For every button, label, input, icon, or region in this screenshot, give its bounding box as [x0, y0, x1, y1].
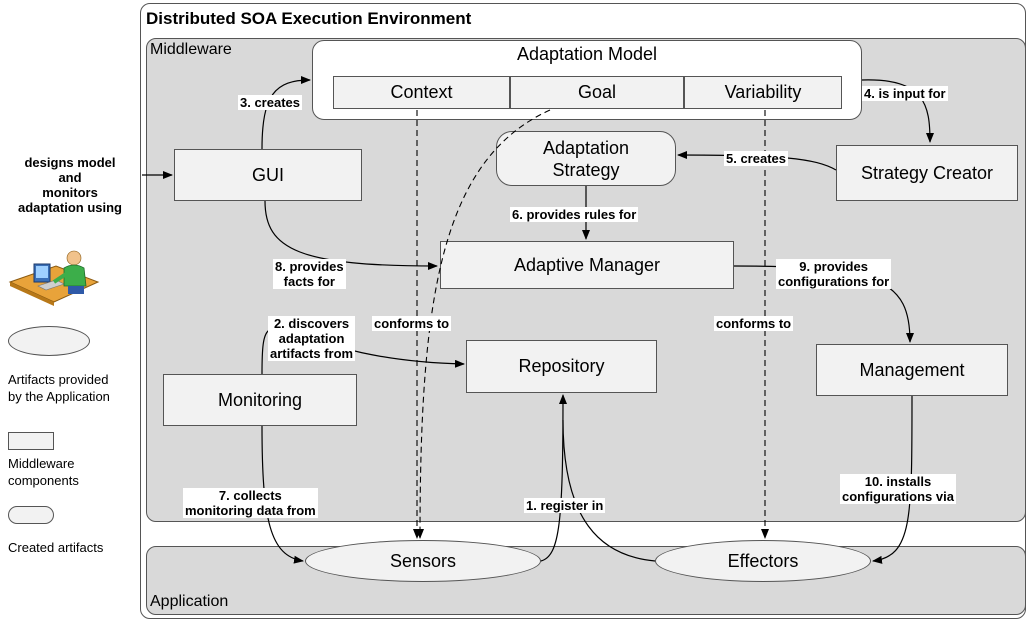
edge-label-conforms-right: conforms to — [714, 316, 794, 331]
monitoring-box: Monitoring — [163, 374, 357, 426]
edge-label-collects-7-line1: 7. collects — [218, 488, 282, 503]
person-at-computer-icon — [8, 250, 100, 306]
legend-mw-line1: Middleware — [8, 456, 75, 471]
legend-rounded-swatch — [8, 506, 54, 524]
legend-app-line1: Artifacts provided — [8, 372, 109, 387]
sensors-ellipse: Sensors — [305, 540, 541, 582]
edge-label-discovers-2-line1: 2. discovers — [273, 316, 350, 331]
edge-label-facts-8: 8. provides facts for — [273, 259, 346, 289]
actor-line3: monitors — [42, 185, 98, 200]
legend-application-artifacts: Artifacts provided by the Application — [8, 371, 110, 405]
legend-middleware-components: Middleware components — [8, 455, 79, 489]
application-label: Application — [150, 593, 229, 610]
legend-mw-line2: components — [8, 473, 79, 488]
actor-line2: and — [58, 170, 82, 185]
legend-rectangle-swatch — [8, 432, 54, 450]
adaptation-strategy-line1: Adaptation — [542, 137, 630, 158]
edge-label-rules-6: 6. provides rules for — [510, 207, 639, 222]
edge-label-register-1: 1. register in — [524, 498, 606, 513]
edge-label-installs-10-line2: configurations via — [842, 489, 954, 504]
edge-label-installs-10-line1: 10. installs — [864, 474, 932, 489]
middleware-label: Middleware — [150, 41, 232, 58]
environment-title: Distributed SOA Execution Environment — [146, 9, 472, 28]
edge-label-creates-5: 5. creates — [724, 151, 788, 166]
edge-label-creates-3: 3. creates — [238, 95, 302, 110]
edge-label-config-9-line2: configurations for — [778, 274, 890, 289]
edge-label-discovers-2-line2: adaptation — [278, 331, 345, 346]
variability-box: Variability — [684, 76, 842, 109]
actor-line4: adaptation using — [18, 200, 122, 215]
edge-label-collects-7: 7. collects monitoring data from — [183, 488, 318, 518]
edge-label-facts-8-line1: 8. provides — [275, 259, 344, 274]
adaptation-model-title: Adaptation Model — [516, 44, 658, 64]
edge-label-conforms-left: conforms to — [372, 316, 452, 331]
strategy-creator-box: Strategy Creator — [836, 145, 1018, 201]
edge-label-config-9: 9. provides configurations for — [776, 259, 892, 289]
actor-line1: designs model — [24, 155, 116, 170]
adaptation-strategy-line2: Strategy — [552, 159, 620, 180]
edge-label-input-4: 4. is input for — [862, 86, 948, 101]
edge-label-config-9-line1: 9. provides — [799, 259, 868, 274]
edge-label-facts-8-line2: facts for — [283, 274, 335, 289]
repository-box: Repository — [466, 340, 657, 393]
effectors-ellipse: Effectors — [655, 540, 871, 582]
management-box: Management — [816, 344, 1008, 396]
adaptive-manager-box: Adaptive Manager — [440, 241, 734, 289]
goal-box: Goal — [510, 76, 684, 109]
context-box: Context — [333, 76, 510, 109]
edge-label-discovers-2-line3: artifacts from — [270, 346, 354, 361]
actor-description: designs model and monitors adaptation us… — [2, 155, 138, 215]
edge-label-collects-7-line2: monitoring data from — [185, 503, 316, 518]
adaptation-strategy: Adaptation Strategy — [496, 131, 676, 186]
legend-app-line2: by the Application — [8, 389, 110, 404]
edge-label-installs-10: 10. installs configurations via — [840, 474, 956, 504]
gui-box: GUI — [174, 149, 362, 201]
legend-created-artifacts: Created artifacts — [8, 540, 104, 555]
legend-ellipse-swatch — [8, 326, 90, 356]
edge-label-discovers-2: 2. discovers adaptation artifacts from — [268, 316, 356, 361]
